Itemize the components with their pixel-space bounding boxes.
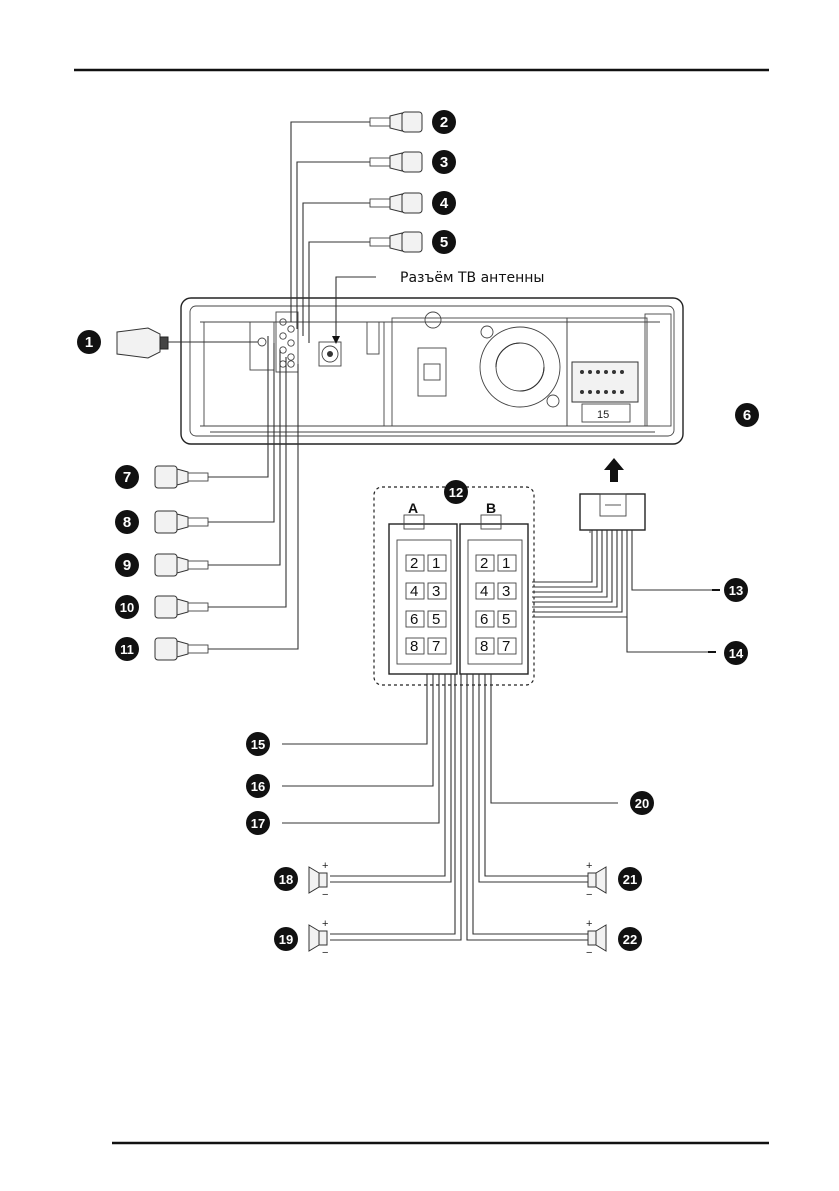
rca-plug-left-8 [154,510,209,534]
callout-20: 20 [630,791,654,815]
iso-connector-b [459,514,529,675]
rca-plug-left-9 [154,553,209,577]
svg-text:21: 21 [623,872,637,887]
speaker-22-minus: − [586,947,592,959]
harness-arrow [604,458,624,482]
module-label: 15 [597,409,609,421]
pin-a-2: 1 [432,555,440,572]
speaker-18-minus: − [322,889,328,901]
callout-6: 6 [735,403,759,427]
pin-b-6: 5 [502,611,510,628]
svg-text:20: 20 [635,796,649,811]
speaker-21-minus: − [586,889,592,901]
pin-b-8: 7 [502,638,510,655]
svg-text:16: 16 [251,779,265,794]
speaker-21-plus: + [586,860,592,872]
pin-b-5: 6 [480,611,488,628]
svg-text:19: 19 [279,932,293,947]
speaker-19-plus: + [322,918,328,930]
head-unit [180,297,684,445]
callout-15: 15 [246,732,270,756]
rca-plug-left-7 [154,465,209,489]
svg-text:18: 18 [279,872,293,887]
callout-8: 8 [115,510,139,534]
speaker-21 [587,866,607,894]
svg-text:2: 2 [440,114,448,131]
rca-plug-left-10 [154,595,209,619]
harness-plug [579,493,646,533]
callout-12: 12 [444,480,468,504]
svg-text:15: 15 [251,737,265,752]
callout-10: 10 [115,595,139,619]
callout-7: 7 [115,465,139,489]
rca-plug-left-11 [154,637,209,661]
connector-a-pin-boxes [405,554,447,655]
pin-b-1: 2 [480,555,488,572]
speaker-19-minus: − [322,947,328,959]
callout-19: 19 [274,927,298,951]
speaker-18 [308,866,328,894]
rca-plug-top-5 [369,231,423,253]
callout-3: 3 [432,150,456,174]
speaker-22 [587,924,607,952]
svg-text:6: 6 [743,407,751,424]
callout-5: 5 [432,230,456,254]
speaker-19 [308,924,328,952]
svg-text:12: 12 [449,485,463,500]
rca-plug-top-2 [369,111,423,133]
rca-plug-top-4 [369,192,423,214]
callout-22: 22 [618,927,642,951]
svg-text:8: 8 [123,514,131,531]
connector-b-pin-boxes [475,554,517,655]
callout-2: 2 [432,110,456,134]
speaker-22-plus: + [586,918,592,930]
bottom-wires [282,674,618,941]
svg-text:9: 9 [123,557,131,574]
rca-wires-left [208,336,299,650]
pin-a-8: 7 [432,638,440,655]
callout-9: 9 [115,553,139,577]
callout-18: 18 [274,867,298,891]
svg-text:11: 11 [120,642,134,657]
pin-b-7: 8 [480,638,488,655]
svg-text:13: 13 [729,583,743,598]
svg-text:10: 10 [120,600,134,615]
svg-text:3: 3 [440,154,448,171]
rca-wires-top [290,121,370,343]
pin-a-6: 5 [432,611,440,628]
callout-13: 13 [724,578,748,602]
connector-a-label: A [408,500,418,516]
svg-text:7: 7 [123,469,131,486]
speaker-18-plus: + [322,860,328,872]
svg-text:22: 22 [623,932,637,947]
pin-a-5: 6 [410,611,418,628]
svg-text:4: 4 [440,195,449,212]
svg-text:14: 14 [729,646,744,661]
callout-17: 17 [246,811,270,835]
rca-plug-top-3 [369,151,423,173]
harness-wires [532,530,720,653]
iso-connector-a [388,514,458,675]
pin-b-4: 3 [502,583,510,600]
plug-1 [116,327,267,359]
callout-1: 1 [77,330,101,354]
pin-b-3: 4 [480,583,488,600]
callout-14: 14 [724,641,748,665]
antenna-pointer [332,276,376,344]
callout-21: 21 [618,867,642,891]
pin-a-4: 3 [432,583,440,600]
pin-a-3: 4 [410,583,418,600]
callout-11: 11 [115,637,139,661]
pin-a-7: 8 [410,638,418,655]
connector-b-label: B [486,500,496,516]
pin-a-1: 2 [410,555,418,572]
antenna-label: Разъём ТВ антенны [400,270,544,286]
pin-b-2: 1 [502,555,510,572]
svg-text:1: 1 [85,334,93,351]
svg-text:5: 5 [440,234,448,251]
callout-4: 4 [432,191,456,215]
callout-16: 16 [246,774,270,798]
svg-text:17: 17 [251,816,265,831]
